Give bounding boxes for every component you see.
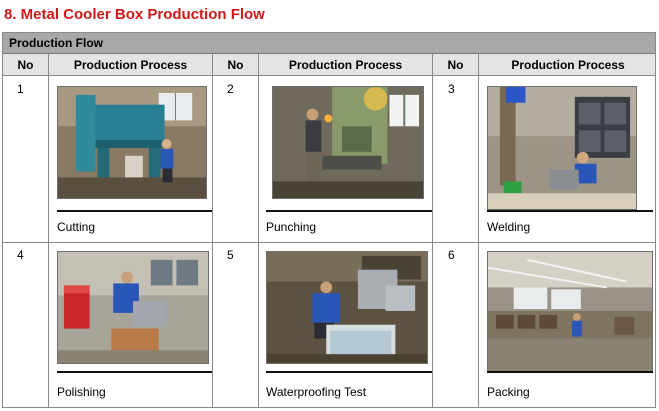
caption-divider [57,210,212,212]
process-label-welding: Welding [487,220,531,234]
caption-divider [487,371,653,373]
step-number: 3 [448,82,455,96]
cutting-photo [57,86,207,199]
caption-divider [266,210,432,212]
process-label-waterproofing-test: Waterproofing Test [266,385,367,399]
row-divider [3,242,655,243]
process-label-punching: Punching [266,220,317,234]
col-header-no-2: No [213,54,258,76]
grid-line [212,54,213,407]
step-number: 1 [17,82,24,96]
process-label-packing: Packing [487,385,530,399]
caption-divider [487,210,653,212]
step-number: 5 [227,248,234,262]
production-flow-table: Production Flow No Production Process No… [2,32,656,408]
col-header-no-1: No [3,54,48,76]
waterproofing-test-photo [266,251,428,364]
process-label-polishing: Polishing [57,385,106,399]
step-number: 6 [448,248,455,262]
col-header-no-3: No [433,54,478,76]
punching-photo [272,86,424,199]
grid-line [258,54,259,407]
table-title: Production Flow [3,33,655,54]
caption-divider [57,371,212,373]
welding-photo [487,86,637,210]
col-header-process-2: Production Process [259,54,432,76]
col-header-process-3: Production Process [479,54,655,76]
grid-line [432,54,433,407]
packing-photo [487,251,653,373]
grid-line [48,54,49,407]
grid-line [478,54,479,407]
page-heading: 8. Metal Cooler Box Production Flow [4,6,265,23]
process-label-cutting: Cutting [57,220,96,234]
polishing-photo [57,251,209,364]
step-number: 2 [227,82,234,96]
col-header-process-1: Production Process [49,54,212,76]
step-number: 4 [17,248,24,262]
caption-divider [266,371,432,373]
